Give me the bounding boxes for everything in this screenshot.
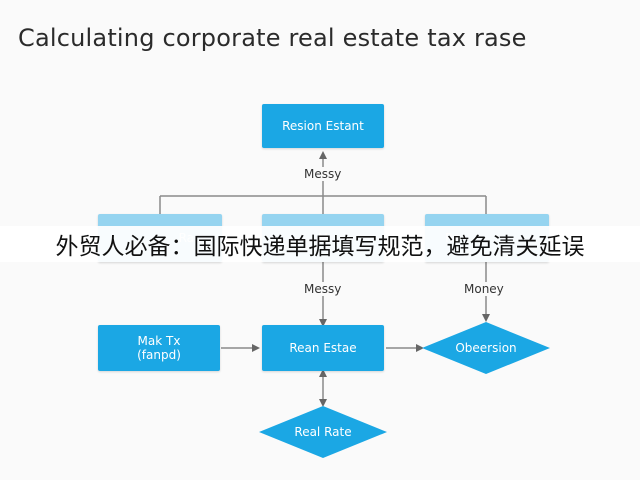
mak-tax-label: Mak Tx (fanpd)	[137, 333, 181, 362]
resion-estant-label: Resion Estant	[282, 118, 364, 133]
edge-label-money: Money	[462, 282, 506, 296]
real-rate-label: Real Rate	[294, 425, 352, 439]
overlay-caption: 外贸人必备：国际快递单据填写规范，避免清关延误	[0, 226, 640, 262]
rean-estae-box: Rean Estae	[262, 325, 384, 371]
obeersion-label: Obeersion	[455, 341, 517, 355]
resion-estant-box: Resion Estant	[262, 104, 384, 148]
rean-estae-label: Rean Estae	[289, 340, 357, 355]
page-title: Calculating corporate real estate tax ra…	[18, 24, 527, 52]
mak-tax-box: Mak Tx (fanpd)	[98, 325, 220, 371]
edge-label-top-messy: Messy	[302, 167, 344, 181]
edge-label-mid-messy: Messy	[302, 282, 344, 296]
real-rate-diamond	[259, 406, 387, 458]
obeersion-diamond	[422, 322, 550, 374]
